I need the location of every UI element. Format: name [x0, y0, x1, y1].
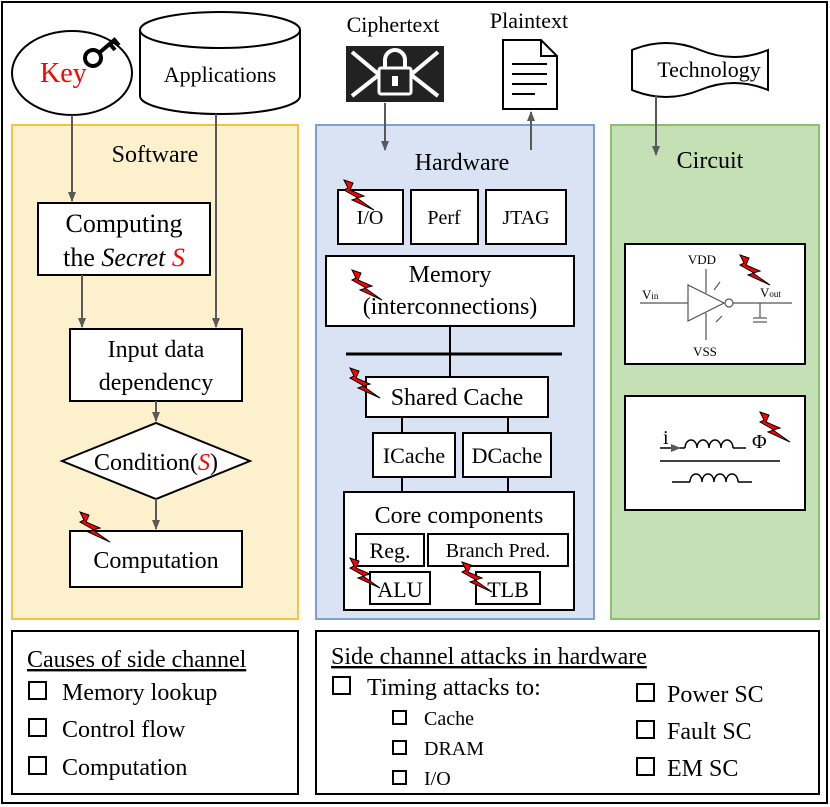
checkbox-icon: [392, 710, 407, 725]
jtag-box: JTAG: [485, 189, 567, 245]
icache-box: ICache: [372, 432, 456, 478]
inverter-symbol: [640, 269, 792, 340]
svg-text:VSS: VSS: [693, 344, 717, 359]
ciphertext-label: Ciphertext: [347, 12, 440, 37]
svg-text:I/O: I/O: [357, 207, 384, 229]
causes-panel: Causes of side channel Memory lookup Con…: [11, 630, 299, 795]
inductor-symbol: [660, 439, 780, 483]
svg-text:Perf: Perf: [427, 207, 461, 229]
computation-label: Computation: [93, 548, 218, 574]
key-icon: [83, 37, 121, 68]
shared-cache-box: Shared Cache: [365, 376, 549, 418]
input-line1: Input data: [108, 337, 205, 363]
core-components-box: Core components Reg. Branch Pred. ALU TL…: [343, 491, 575, 611]
checkbox-icon: [28, 756, 47, 775]
lightning-icon: [348, 367, 381, 399]
lightning-icon: [348, 557, 381, 589]
computing-secret-box: Computing the Secret S: [37, 202, 211, 276]
lightning-icon: [738, 254, 771, 286]
perf-box: Perf: [410, 189, 479, 245]
branch-pred-box: [427, 533, 569, 567]
causes-item: Memory lookup: [62, 680, 217, 706]
attacks-panel: Side channel attacks in hardware Timing …: [315, 630, 820, 795]
vout-label: Vout: [760, 285, 781, 300]
circuit-title: Circuit: [677, 148, 744, 174]
svg-text:VDD: VDD: [688, 252, 716, 267]
technology-label: Technology: [657, 57, 761, 82]
timing-attacks-label: Timing attacks to:: [367, 675, 541, 701]
key-label: Key: [40, 58, 87, 89]
inductor-panel: i Φ: [624, 395, 806, 511]
attack-type: Power SC: [667, 682, 764, 708]
plaintext-label: Plaintext: [490, 8, 568, 33]
svg-text:ALU: ALU: [377, 577, 422, 602]
svg-text:Branch Pred.: Branch Pred.: [446, 540, 550, 562]
lightning-icon: [78, 511, 111, 543]
checkbox-icon: [636, 720, 655, 739]
key-input: Key: [11, 30, 133, 116]
lightning-icon: [460, 561, 493, 593]
causes-item: Control flow: [62, 717, 186, 743]
fault-injection-bolts: [78, 179, 791, 593]
checkbox-icon: [28, 681, 47, 700]
causes-title: Causes of side channel: [27, 647, 247, 673]
checkbox-icon: [636, 683, 655, 702]
attack-type: Fault SC: [667, 719, 752, 745]
causes-item: Computation: [62, 755, 187, 781]
svg-text:i: i: [663, 427, 669, 449]
checkbox-icon: [28, 718, 47, 737]
svg-text:Reg.: Reg.: [370, 538, 411, 563]
checkbox-icon: [392, 770, 407, 785]
checkbox-icon: [636, 757, 655, 776]
ciphertext-input: Ciphertext: [346, 12, 444, 102]
svg-text:Φ: Φ: [752, 431, 767, 453]
computing-line2: the Secret S: [63, 243, 185, 272]
attack-type: EM SC: [667, 756, 738, 782]
document-icon: [502, 39, 558, 110]
attacks-title: Side channel attacks in hardware: [331, 644, 647, 670]
svg-text:ICache: ICache: [383, 443, 445, 468]
checkbox-icon: [392, 740, 407, 755]
checkbox-icon: [332, 676, 351, 695]
lightning-icon: [342, 179, 375, 211]
timing-item: DRAM: [424, 738, 484, 760]
svg-text:TLB: TLB: [487, 577, 529, 602]
svg-text:(interconnections): (interconnections): [363, 294, 538, 320]
dcache-box: DCache: [462, 432, 552, 478]
computing-line1: Computing: [65, 209, 182, 238]
lightning-icon: [350, 269, 383, 301]
input-data-dependency-box: Input data dependency: [69, 328, 243, 402]
io-box: I/O: [337, 189, 404, 245]
input-line2: dependency: [99, 370, 214, 396]
condition-label: Condition(S): [94, 450, 218, 476]
hardware-title: Hardware: [415, 150, 510, 176]
timing-item: I/O: [424, 768, 451, 790]
svg-text:Shared Cache: Shared Cache: [391, 385, 524, 411]
computation-box: Computation: [69, 530, 243, 588]
vin-label: Vin: [642, 287, 659, 302]
lightning-icon: [758, 411, 791, 443]
circuit-panel: [610, 124, 820, 620]
inverter-panel: VDD Vin Vout VSS: [624, 243, 806, 365]
timing-item: Cache: [424, 708, 474, 730]
envelope-lock-icon: [346, 46, 444, 102]
condition-diamond: Condition(S): [59, 421, 253, 501]
svg-text:JTAG: JTAG: [502, 207, 549, 229]
software-title: Software: [112, 142, 199, 168]
applications-input: Applications: [139, 11, 301, 115]
svg-text:DCache: DCache: [472, 443, 543, 468]
applications-label: Applications: [164, 62, 276, 87]
svg-text:Memory: Memory: [409, 262, 492, 288]
plaintext-input: Plaintext: [490, 8, 568, 110]
technology-input: Technology: [631, 42, 769, 98]
svg-text:Core components: Core components: [375, 503, 544, 529]
reg-box: [355, 533, 425, 567]
